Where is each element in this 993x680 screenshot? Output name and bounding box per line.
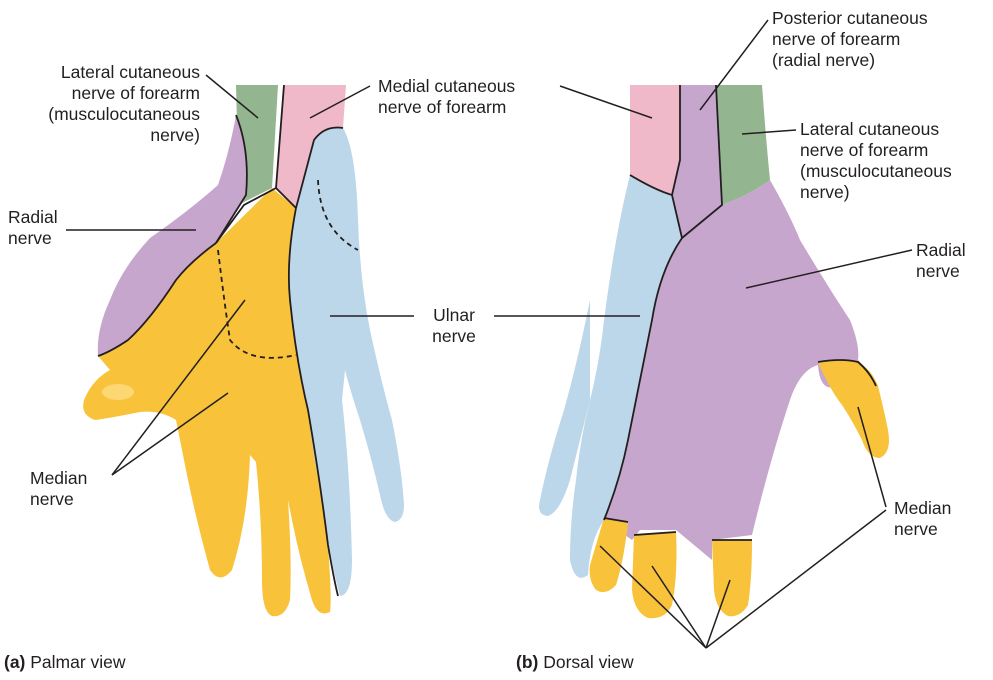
- label-line: (musculocutaneous: [22, 104, 200, 125]
- label-line: Lateral cutaneous: [800, 119, 952, 140]
- dorsal-lateral-cutaneous-label: Lateral cutaneous nerve of forearm (musc…: [800, 119, 952, 203]
- label-line: Median: [894, 498, 951, 519]
- label-line: nerve of forearm: [22, 83, 200, 104]
- dorsal-median-middle: [632, 532, 677, 618]
- caption-text: Dorsal view: [538, 652, 633, 672]
- label-line: nerve of forearm: [378, 97, 515, 118]
- label-line: nerve: [8, 228, 58, 249]
- dorsal-median-thumb: [818, 360, 889, 458]
- label-line: nerve of forearm: [772, 29, 928, 50]
- caption-letter: (a): [4, 652, 25, 672]
- label-line: nerve: [916, 261, 966, 282]
- label-line: nerve): [22, 125, 200, 146]
- label-line: (radial nerve): [772, 50, 928, 71]
- label-line: Posterior cutaneous: [772, 8, 928, 29]
- palmar-lateral-cutaneous-label: Lateral cutaneous nerve of forearm (musc…: [22, 62, 200, 146]
- palmar-hand: [83, 85, 404, 616]
- dorsal-posterior-cutaneous-label: Posterior cutaneous nerve of forearm (ra…: [772, 8, 928, 71]
- label-line: Radial: [8, 207, 58, 228]
- palmar-caption: (a) Palmar view: [4, 652, 126, 673]
- dorsal-caption: (b) Dorsal view: [516, 652, 634, 673]
- label-line: nerve: [30, 489, 87, 510]
- label-line: nerve of forearm: [800, 140, 952, 161]
- palmar-median-label: Median nerve: [30, 468, 87, 510]
- label-line: Radial: [916, 240, 966, 261]
- dorsal-radial-label: Radial nerve: [916, 240, 966, 282]
- palmar-radial-label: Radial nerve: [8, 207, 58, 249]
- label-line: (musculocutaneous: [800, 161, 952, 182]
- caption-text: Palmar view: [25, 652, 125, 672]
- label-line: Median: [30, 468, 87, 489]
- caption-letter: (b): [516, 652, 538, 672]
- label-line: Lateral cutaneous: [22, 62, 200, 83]
- dorsal-median-label: Median nerve: [894, 498, 951, 540]
- ulnar-label: Ulnar nerve: [416, 305, 492, 347]
- dorsal-median-index: [712, 540, 752, 616]
- label-line: Ulnar: [416, 305, 492, 326]
- label-line: nerve): [800, 182, 952, 203]
- palmar-medial-cutaneous-label: Medial cutaneous nerve of forearm: [378, 76, 515, 118]
- label-line: nerve: [416, 326, 492, 347]
- label-line: nerve: [894, 519, 951, 540]
- label-line: Medial cutaneous: [378, 76, 515, 97]
- palmar-thumb-highlight: [102, 384, 134, 400]
